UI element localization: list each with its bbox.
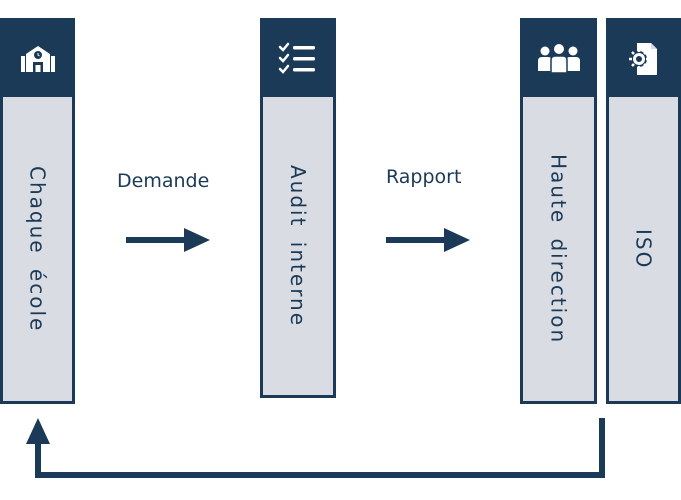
- school-building-icon: [20, 46, 55, 72]
- node-iso-label: ISO: [631, 228, 656, 270]
- arrow-feedback-loop: [26, 418, 605, 478]
- node-haute-direction-body: Haute direction: [523, 97, 594, 401]
- edge-label-rapport: Rapport: [386, 166, 462, 188]
- node-iso: ISO: [606, 18, 681, 404]
- node-iso-header: [609, 21, 678, 97]
- arrow-demande: [126, 228, 210, 252]
- node-chaque-ecole-body: Chaque école: [3, 97, 72, 401]
- node-haute-direction-label: Haute direction: [546, 153, 571, 345]
- edge-label-demande: Demande: [117, 170, 210, 192]
- node-chaque-ecole-header: [3, 21, 72, 97]
- certificate-document-icon: [628, 43, 657, 75]
- node-audit-interne-body: Audit interne: [263, 97, 333, 395]
- node-audit-interne-header: [263, 21, 333, 97]
- checklist-icon: [278, 42, 315, 74]
- node-audit-interne-label: Audit interne: [286, 164, 310, 328]
- node-chaque-ecole: Chaque école: [0, 18, 75, 404]
- node-haute-direction-header: [523, 21, 594, 97]
- node-haute-direction: Haute direction: [520, 18, 597, 404]
- team-group-icon: [537, 44, 580, 74]
- node-chaque-ecole-label: Chaque école: [25, 165, 50, 333]
- arrow-rapport: [386, 228, 470, 252]
- node-audit-interne: Audit interne: [260, 18, 336, 398]
- node-iso-body: ISO: [609, 97, 678, 401]
